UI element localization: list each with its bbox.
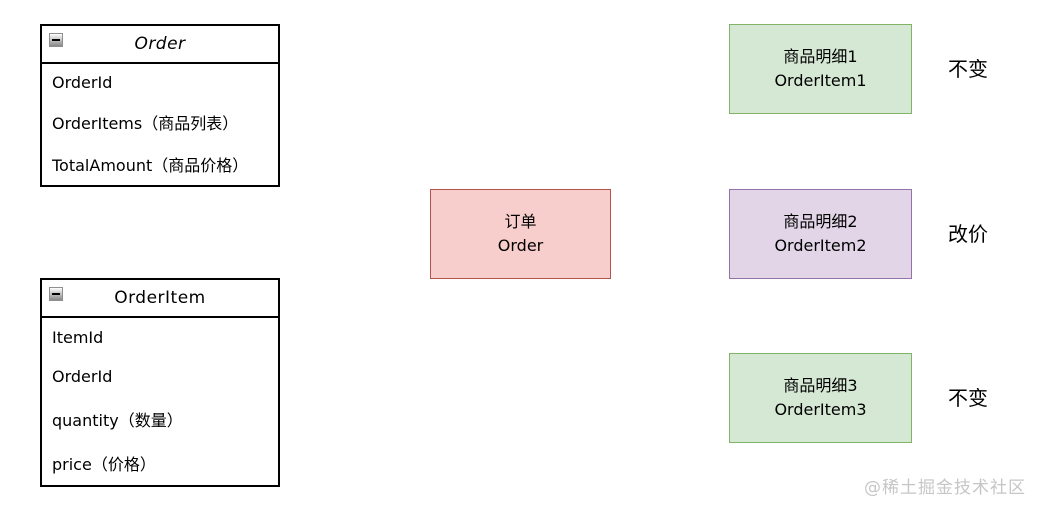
minus-bar: [52, 293, 60, 295]
class-field: ItemId: [52, 328, 104, 348]
orderitem2-label-cn: 商品明细2: [783, 212, 858, 231]
collapse-minus-icon[interactable]: [49, 33, 63, 47]
order-node-label-cn: 订单: [504, 212, 537, 231]
status-label-repriced: 改价: [948, 222, 988, 246]
order-class-box: Order OrderId OrderItems（商品列表） TotalAmou…: [40, 24, 280, 187]
orderitem3-label-cn: 商品明细3: [783, 376, 858, 395]
collapse-minus-icon[interactable]: [49, 287, 63, 301]
class-field: OrderId: [52, 73, 113, 92]
class-field: quantity（数量）: [52, 410, 183, 430]
order-class-fields: OrderId OrderItems（商品列表） TotalAmount（商品价…: [42, 64, 278, 185]
orderitem3-node: 商品明细3 OrderItem3: [729, 353, 912, 443]
class-field: OrderId: [52, 367, 113, 387]
orderitem-class-fields: ItemId OrderId quantity（数量） price（价格）: [42, 318, 278, 485]
order-class-title: Order: [134, 34, 186, 54]
orderitem-class-title: OrderItem: [114, 288, 206, 308]
watermark-text: @稀土掘金技术社区: [864, 478, 1026, 498]
class-field: price（价格）: [52, 454, 156, 474]
order-node-label-en: Order: [497, 236, 544, 255]
orderitem3-label-en: OrderItem3: [774, 400, 867, 419]
orderitem1-label-en: OrderItem1: [774, 71, 867, 90]
status-label-unchanged-2: 不变: [948, 386, 988, 410]
class-field: TotalAmount（商品价格）: [52, 156, 249, 175]
orderitem2-label-en: OrderItem2: [774, 236, 867, 255]
status-label-unchanged-1: 不变: [948, 57, 988, 81]
order-node: 订单 Order: [430, 189, 611, 279]
order-class-header: Order: [42, 26, 278, 64]
orderitem-class-header: OrderItem: [42, 280, 278, 318]
orderitem1-node: 商品明细1 OrderItem1: [729, 24, 912, 114]
class-field: OrderItems（商品列表）: [52, 114, 239, 133]
minus-bar: [52, 39, 60, 41]
orderitem1-label-cn: 商品明细1: [783, 47, 858, 66]
orderitem2-node: 商品明细2 OrderItem2: [729, 189, 912, 279]
orderitem-class-box: OrderItem ItemId OrderId quantity（数量） pr…: [40, 278, 280, 487]
